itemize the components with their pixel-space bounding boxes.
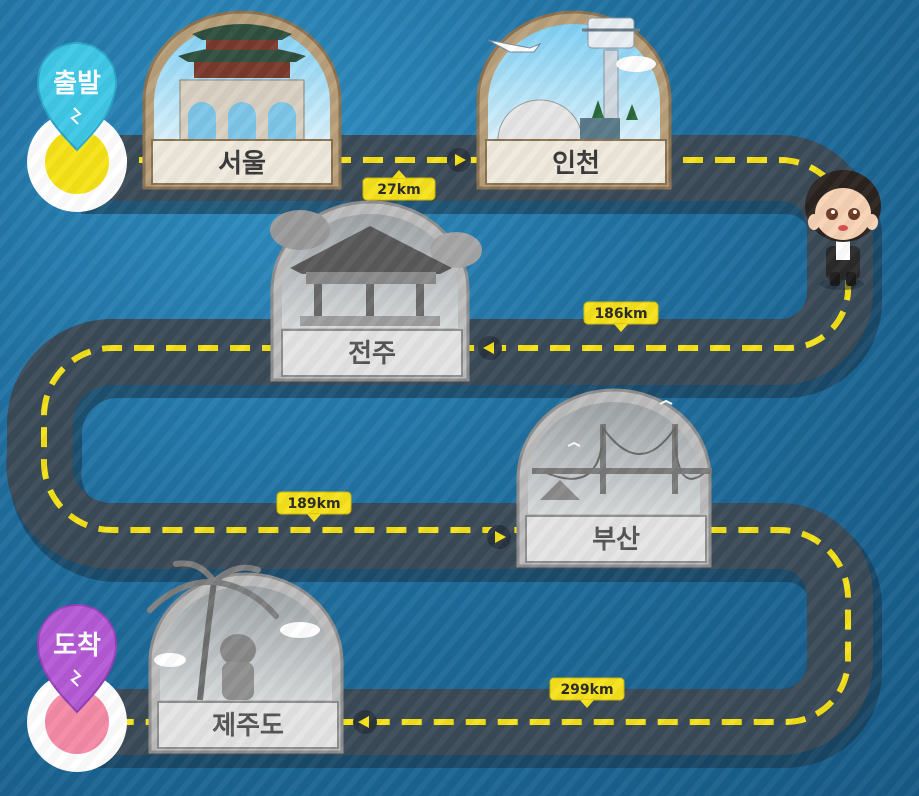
- stop-jeju[interactable]: 제주도: [147, 560, 344, 754]
- stop-name: 인천: [552, 149, 600, 179]
- start-marker[interactable]: 출발: [27, 42, 127, 212]
- hanok-pavilion-icon: [270, 210, 482, 326]
- stop-name: 제주도: [212, 711, 284, 741]
- distance-label: 189km: [287, 496, 340, 512]
- stop-jeonju[interactable]: 전주: [270, 200, 482, 382]
- bridge-icon: [532, 399, 712, 500]
- stop-seoul[interactable]: 서울: [142, 10, 342, 190]
- distance-label: 299km: [560, 682, 613, 698]
- direction-arrow-left: [353, 710, 377, 734]
- start-pin-label: 출발: [53, 69, 101, 99]
- end-marker[interactable]: 도착: [27, 604, 127, 772]
- distance-label: 186km: [594, 306, 647, 322]
- end-pin-label: 도착: [53, 631, 101, 661]
- distance-label: 27km: [377, 182, 420, 198]
- dol-hareubang-icon: [220, 634, 256, 700]
- stop-name: 서울: [218, 149, 266, 179]
- stop-incheon[interactable]: 인천: [476, 10, 672, 190]
- distance-badge: 299km: [549, 677, 625, 708]
- stop-name: 전주: [348, 339, 396, 369]
- player-character[interactable]: [805, 170, 881, 290]
- stop-busan[interactable]: 부산: [516, 388, 712, 568]
- direction-arrow-left: [478, 336, 502, 360]
- palm-tree-icon: [147, 560, 279, 701]
- distance-badge: 189km: [276, 491, 352, 522]
- distance-badge: 27km: [362, 170, 436, 201]
- palace-gate-icon: [178, 24, 306, 141]
- distance-badge: 186km: [583, 301, 659, 332]
- stop-name: 부산: [592, 525, 640, 555]
- airplane-icon: [487, 39, 542, 53]
- direction-arrow-right: [487, 525, 511, 549]
- direction-arrow-right: [447, 148, 471, 172]
